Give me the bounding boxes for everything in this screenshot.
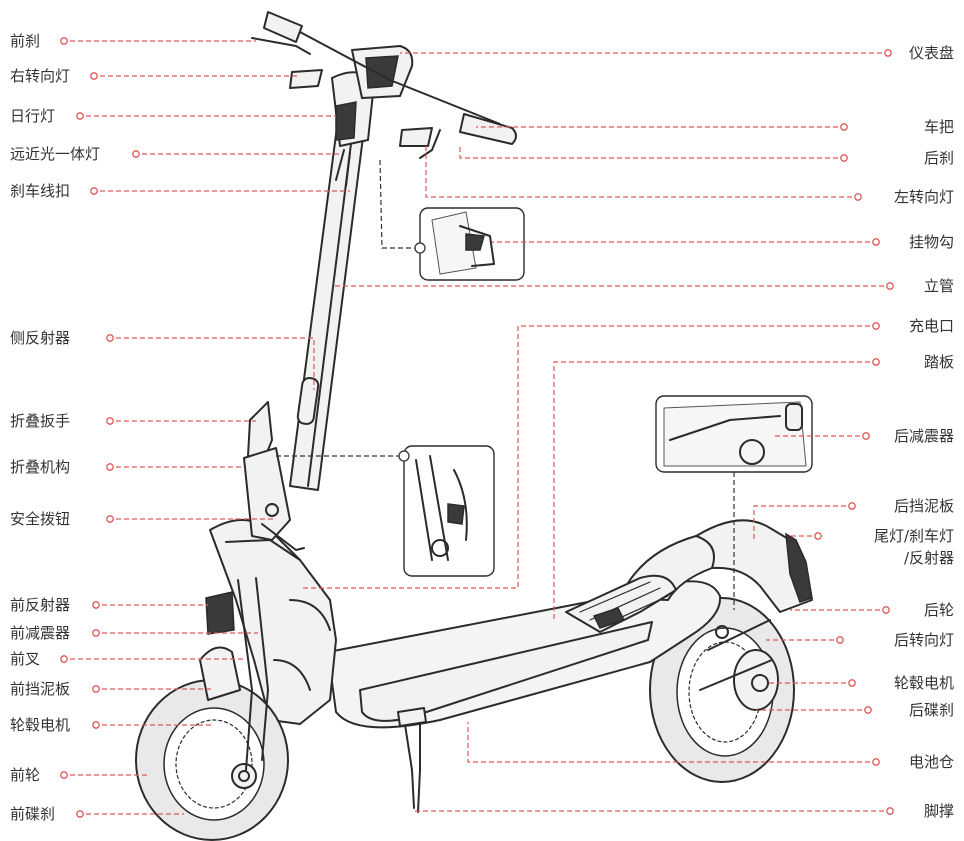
leader-dot-headlight (132, 150, 140, 158)
leader-dot-stem (886, 282, 894, 290)
label-front-shock-absorber: 前减震器 (10, 624, 70, 642)
leader-dot-front-hub-motor (92, 721, 100, 729)
connector-hook (379, 159, 420, 249)
label-folding-wrench: 折叠扳手 (10, 412, 70, 430)
leader-dot-charging-port (872, 322, 880, 330)
label-rear-shock-absorber: 后减震器 (894, 427, 954, 445)
label-rear-hub-motor: 轮毂电机 (894, 674, 954, 692)
front-wheel-art (135, 679, 289, 841)
label-footboard: 踏板 (924, 353, 954, 371)
leader-lines (60, 37, 894, 818)
leader-dot-front-fender (92, 685, 100, 693)
front-fork-art (199, 577, 269, 771)
leader-dot-handlebar (840, 123, 848, 131)
leader-dot-battery-compartment (872, 758, 880, 766)
leader-dot-daytime-running-light (76, 112, 84, 120)
leader-dot-front-shock-absorber (92, 629, 100, 637)
label-line-tail-light-1: /反射器 (904, 549, 954, 567)
handlebar-art (251, 11, 517, 159)
inset-connectors (276, 159, 735, 610)
deck-art (327, 535, 722, 729)
leader-dot-rear-fender (848, 502, 856, 510)
label-front-reflector: 前反射器 (10, 596, 70, 614)
label-rear-brake: 后刹 (924, 149, 954, 167)
label-right-turn-signal: 右转向灯 (10, 67, 70, 85)
stem-art (289, 97, 369, 491)
leader-dot-rear-brake (840, 154, 848, 162)
leader-dot-right-turn-signal (90, 72, 98, 80)
leader-dot-front-brake (60, 37, 68, 45)
leader-dot-rear-hub-motor (848, 679, 856, 687)
label-kickstand: 脚撑 (924, 802, 954, 820)
label-rear-disc-brake: 后碟刹 (909, 701, 954, 719)
leader-side-reflector (116, 337, 315, 390)
label-battery-compartment: 电池仓 (909, 753, 954, 771)
connector-dot-hook (414, 242, 426, 254)
leader-dot-kickstand (886, 807, 894, 815)
dashboard-art (351, 45, 414, 99)
label-front-disc-brake: 前碟刹 (10, 805, 55, 823)
leader-dot-brake-cable-clip (90, 187, 98, 195)
leader-rear-brake (459, 146, 838, 159)
leader-dot-hook (872, 238, 880, 246)
rear-wheel-art (649, 597, 795, 783)
label-rear-fender: 后挡泥板 (894, 497, 954, 515)
leader-dot-dashboard (884, 49, 892, 57)
label-side-reflector: 侧反射器 (10, 329, 70, 347)
inset-hook (419, 207, 525, 281)
label-hook: 挂物勾 (909, 233, 954, 251)
folding-mechanism-art (243, 401, 305, 551)
scooter-illustration (135, 11, 813, 841)
leader-dot-rear-disc-brake (864, 706, 872, 714)
leader-dot-left-turn-signal (854, 193, 862, 201)
label-left-turn-signal: 左转向灯 (894, 188, 954, 206)
label-brake-cable-clip: 刹车线扣 (10, 182, 70, 200)
leader-rear-fender (753, 505, 846, 540)
leader-left-turn-signal (425, 146, 852, 198)
front-frame-art (205, 519, 337, 725)
label-charging-port: 充电口 (909, 317, 954, 335)
label-front-hub-motor: 轮毂电机 (10, 716, 70, 734)
inset-rear-shock (655, 395, 813, 473)
label-rear-wheel: 后轮 (924, 601, 954, 619)
label-front-fender: 前挡泥板 (10, 680, 70, 698)
inset-folding (403, 445, 495, 577)
leader-battery-compartment (467, 722, 870, 763)
label-dashboard: 仪表盘 (909, 44, 954, 62)
leader-dot-rear-turn-signal (836, 636, 844, 644)
label-rear-turn-signal: 后转向灯 (894, 631, 954, 649)
leader-dot-folding-mechanism (106, 463, 114, 471)
rear-fender-art (689, 519, 813, 613)
label-headlight: 远近光一体灯 (10, 145, 100, 163)
callout-labels: 前刹右转向灯日行灯远近光一体灯刹车线扣侧反射器折叠扳手折叠机构安全拨钮前反射器前… (10, 32, 954, 823)
label-front-brake: 前刹 (10, 32, 40, 50)
leader-dot-rear-shock-absorber (862, 432, 870, 440)
label-handlebar: 车把 (924, 118, 954, 136)
leader-dot-side-reflector (106, 334, 114, 342)
label-daytime-running-light: 日行灯 (10, 107, 55, 125)
label-tail-light: 尾灯/刹车灯/反射器 (874, 527, 954, 567)
leader-charging-port (300, 325, 870, 589)
leader-dot-front-fork (60, 655, 68, 663)
leader-dot-front-disc-brake (76, 810, 84, 818)
label-front-wheel: 前轮 (10, 766, 40, 784)
label-line-tail-light-0: 尾灯/刹车灯 (874, 527, 954, 545)
leader-dot-safety-switch (106, 515, 114, 523)
connector-dot-folding (398, 450, 410, 462)
rear-disc-art (699, 619, 773, 691)
label-safety-switch: 安全拨钮 (10, 510, 70, 528)
leader-dot-front-reflector (92, 601, 100, 609)
label-front-fork: 前叉 (10, 650, 40, 668)
leader-dot-footboard (872, 358, 880, 366)
leader-footboard (553, 361, 870, 620)
leader-dot-tail-light (814, 532, 822, 540)
leader-dot-folding-wrench (106, 417, 114, 425)
leader-dot-rear-wheel (882, 606, 890, 614)
label-stem: 立管 (924, 277, 954, 295)
leader-dot-front-wheel (60, 771, 68, 779)
kickstand-art (397, 707, 427, 813)
label-folding-mechanism: 折叠机构 (10, 458, 70, 476)
